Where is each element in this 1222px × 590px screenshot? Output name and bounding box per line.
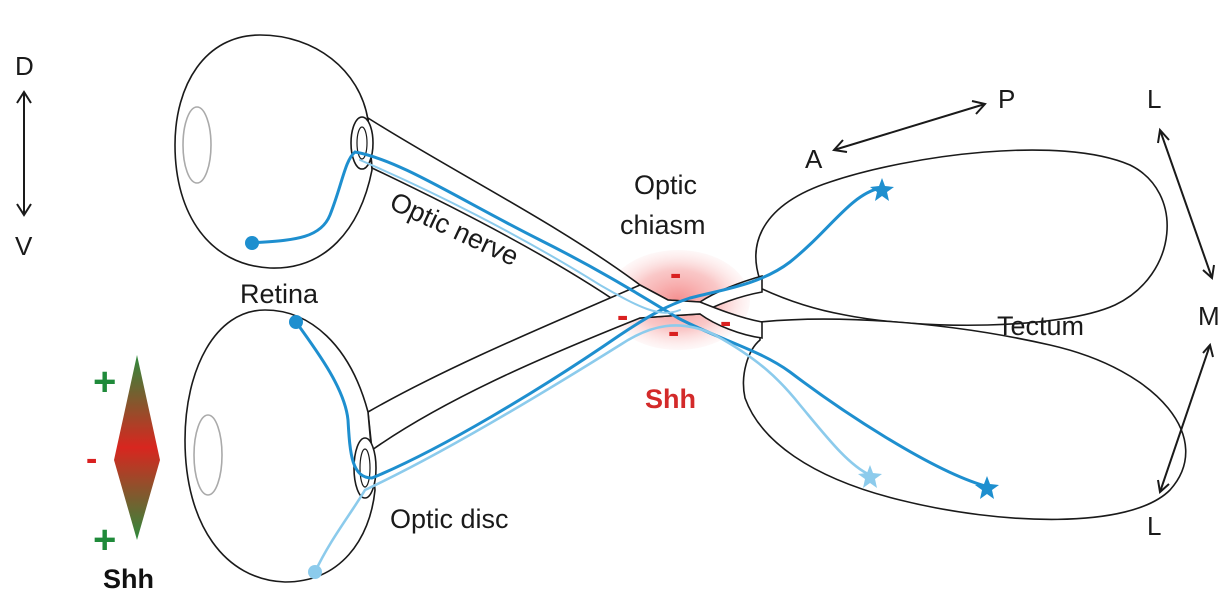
chiasm-shh-label: Shh <box>645 384 696 414</box>
dorsal-ventral-arrow <box>17 92 31 215</box>
optic-chiasm-label-line2: chiasm <box>620 210 706 240</box>
upper-retina-cell-body <box>245 236 259 250</box>
lateral-medial-arrow-top <box>1158 130 1214 278</box>
retina-plus-bottom: + <box>93 518 116 562</box>
chiasm-minus-top: - <box>670 255 681 293</box>
optic-chiasm-label-line1: Optic <box>634 170 697 200</box>
lower-optic-nerve <box>368 285 762 450</box>
retina-label: Retina <box>240 279 319 309</box>
anterior-label: A <box>805 144 823 174</box>
ventral-label: V <box>15 231 33 261</box>
posterior-label: P <box>998 84 1015 114</box>
chiasm-minus-right: - <box>720 303 731 341</box>
chiasm-minus-bottom: - <box>668 313 679 351</box>
lateral-top-label: L <box>1147 84 1161 114</box>
lateral-bottom-label: L <box>1147 511 1161 541</box>
lower-eye <box>185 310 375 582</box>
retina-minus-middle: - <box>86 440 97 478</box>
anterior-posterior-arrow <box>834 101 985 152</box>
upper-eye <box>175 35 372 268</box>
retina-plus-top: + <box>93 360 116 404</box>
retina-shh-label: Shh <box>103 564 154 590</box>
tectum-lower-lobe <box>743 319 1185 519</box>
tectum-label: Tectum <box>997 311 1084 341</box>
lower-retina-ventral-cell-body <box>308 565 322 579</box>
dorsal-label: D <box>15 51 34 81</box>
chiasm-minus-left: - <box>617 297 628 335</box>
shh-gradient-diamond <box>114 355 160 540</box>
lower-retina-dorsal-cell-body <box>289 315 303 329</box>
medial-label: M <box>1198 301 1220 331</box>
optic-disc-label: Optic disc <box>390 504 509 534</box>
